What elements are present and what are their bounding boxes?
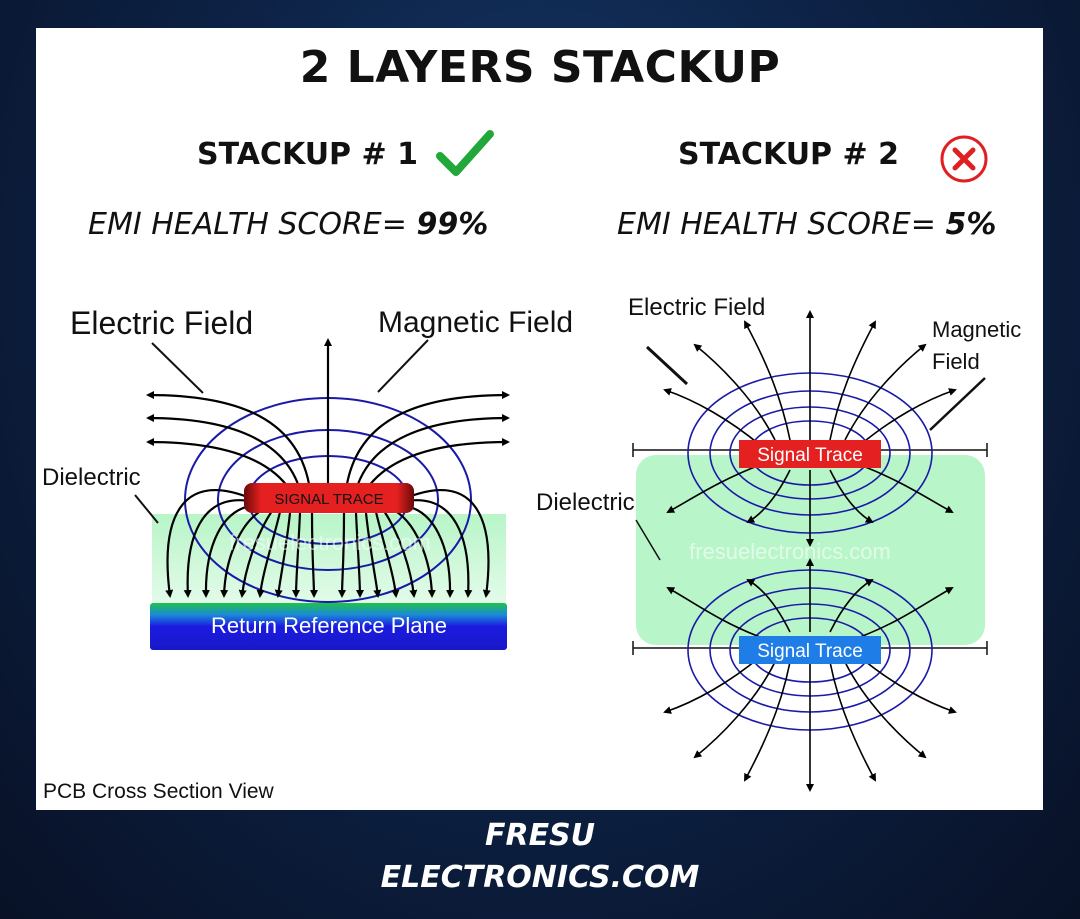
stackup-2-heading: STACKUP # 2 <box>678 137 899 172</box>
footer-line-2: ELECTRONICS.COM <box>380 860 700 895</box>
dielectric-layer <box>636 455 985 645</box>
electric-field-pointer <box>151 342 204 394</box>
score-label: EMI HEALTH SCORE= <box>88 207 407 242</box>
dielectric-pointer <box>635 519 661 561</box>
stackup-1-heading: STACKUP # 1 <box>197 137 418 172</box>
check-icon <box>436 130 494 176</box>
return-reference-plane <box>150 603 507 650</box>
magnetic-field-label-line1: Magnetic <box>932 317 1021 342</box>
signal-trace-top <box>739 440 881 468</box>
magnetic-field-pointer <box>377 339 429 393</box>
signal-trace-top-label: Signal Trace <box>757 445 863 466</box>
signal-trace-label: SIGNAL TRACE <box>274 491 383 508</box>
dielectric-label: Dielectric <box>42 464 141 491</box>
electric-field-label: Electric Field <box>70 305 253 341</box>
watermark: fresuelectronics.com <box>229 530 431 555</box>
cross-circle-icon <box>940 135 988 183</box>
signal-trace-bottom <box>739 636 881 664</box>
stackup-2-score: EMI HEALTH SCORE= 5% <box>617 207 996 242</box>
electric-field-pointer <box>645 345 689 386</box>
dielectric-pointer <box>134 494 159 524</box>
score-value: 5% <box>945 207 997 242</box>
caption: PCB Cross Section View <box>43 780 274 803</box>
return-plane-label: Return Reference Plane <box>211 613 447 638</box>
score-label: EMI HEALTH SCORE= <box>617 207 936 242</box>
electric-field-label: Electric Field <box>628 294 765 321</box>
watermark: fresuelectronics.com <box>689 539 891 564</box>
stackup-1-score: EMI HEALTH SCORE= 99% <box>88 207 488 242</box>
magnetic-field-label: Magnetic Field <box>378 306 573 339</box>
infographic-card <box>36 28 1043 810</box>
page-title: 2 LAYERS STACKUP <box>299 42 781 93</box>
signal-trace-bottom-label: Signal Trace <box>757 641 863 662</box>
electric-field-lines <box>663 310 957 792</box>
dielectric-label: Dielectric <box>536 489 635 516</box>
score-value: 99% <box>416 207 489 242</box>
magnetic-field-pointer <box>929 377 986 431</box>
magnetic-field-label-line2: Field <box>932 349 980 374</box>
signal-trace <box>244 483 414 513</box>
footer-line-1: FRESU <box>484 818 596 853</box>
